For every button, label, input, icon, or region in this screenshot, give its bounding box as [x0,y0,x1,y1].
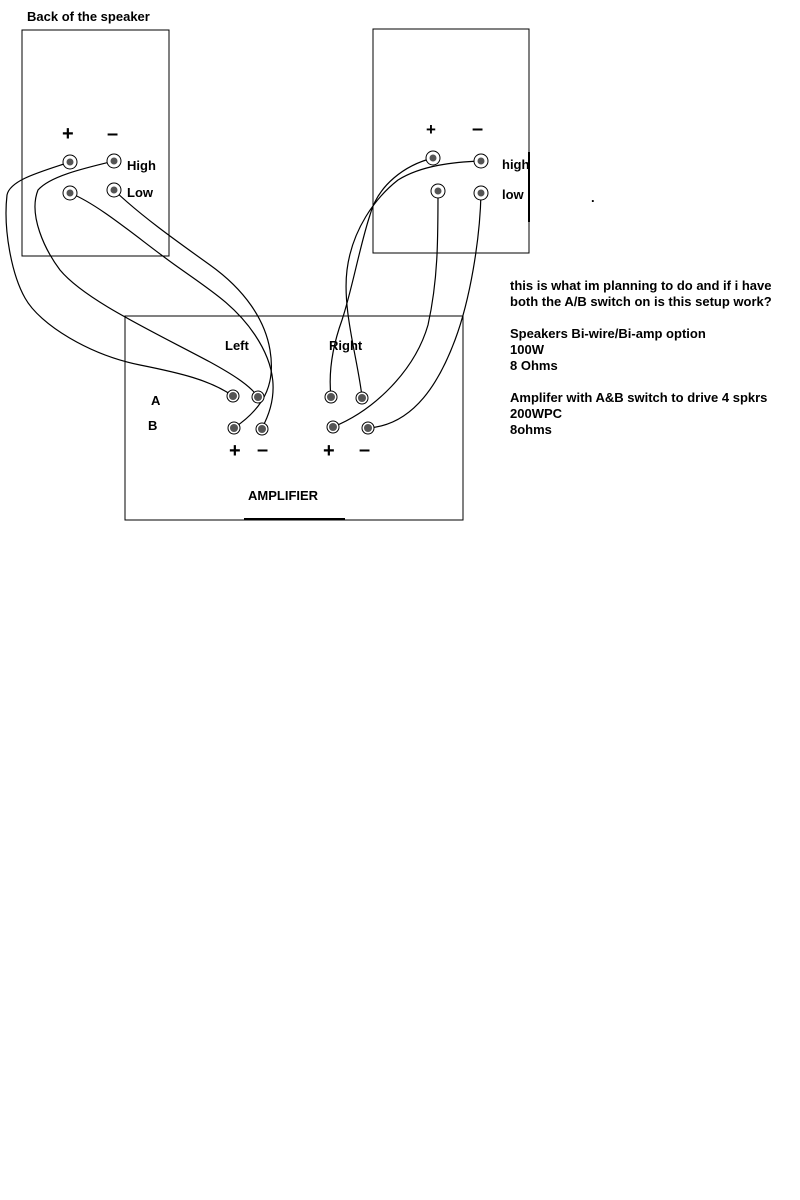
right-speaker-low-label: low [502,187,524,202]
amplifier-right-minus-sign: – [359,439,371,461]
terminal-center [358,394,366,402]
terminal-center [66,158,74,166]
terminal-center [110,157,118,165]
terminal-center [327,393,335,401]
terminal-center [230,424,238,432]
left-speaker-caption: Back of the speaker [27,9,150,24]
terminal-center [66,189,74,197]
amplifier-b-label: B [148,418,158,433]
left-speaker-box [21,29,170,257]
right-speaker-high-label: high [502,157,530,172]
terminal-center [229,392,237,400]
wire-right-low-plus [332,190,439,428]
wire-left-high-plus [5,161,234,397]
right-speaker-box [372,28,530,254]
terminal-center [258,425,266,433]
wire-right-high-minus [345,160,482,398]
wire-left-low-plus [69,192,274,429]
terminal-center [434,187,442,195]
amplifier-a-label: A [151,393,161,408]
note-line-5: 8 Ohms [510,358,558,373]
amplifier-left-label: Left [225,338,249,353]
stray-dot: . [591,190,595,205]
left-speaker-plus-sign: + [62,123,74,145]
wire-right-high-plus [329,157,434,398]
wire-left-high-minus [34,160,259,398]
amplifier-left-plus-sign: + [229,440,241,462]
terminal-center [364,424,372,432]
wire-left-low-minus [113,189,273,429]
amplifier-right-label: Right [329,338,363,353]
right-speaker-plus-sign: + [426,120,436,139]
note-line-6: Amplifer with A&B switch to drive 4 spkr… [510,390,768,405]
terminal-center [329,423,337,431]
left-speaker-low-label: Low [127,185,153,200]
left-speaker-high-label: High [127,158,156,173]
terminal-center [477,189,485,197]
amplifier-left-minus-sign: – [257,439,269,461]
note-line-4: 100W [510,342,544,357]
left-speaker-minus-sign: – [107,123,119,145]
terminal-center [254,393,262,401]
note-line-1: this is what im planning to do and if i … [510,278,772,293]
terminal-center [110,186,118,194]
amplifier-right-plus-sign: + [323,440,335,462]
terminal-center [477,157,485,165]
right-speaker-minus-sign: – [472,118,484,140]
note-line-3: Speakers Bi-wire/Bi-amp option [510,326,706,341]
note-line-7: 200WPC [510,406,563,421]
note-line-2: both the A/B switch on is this setup wor… [510,294,772,309]
terminal-center [429,154,437,162]
wire-right-low-minus [367,192,482,429]
amplifier-title: AMPLIFIER [248,488,319,503]
note-line-8: 8ohms [510,422,552,437]
